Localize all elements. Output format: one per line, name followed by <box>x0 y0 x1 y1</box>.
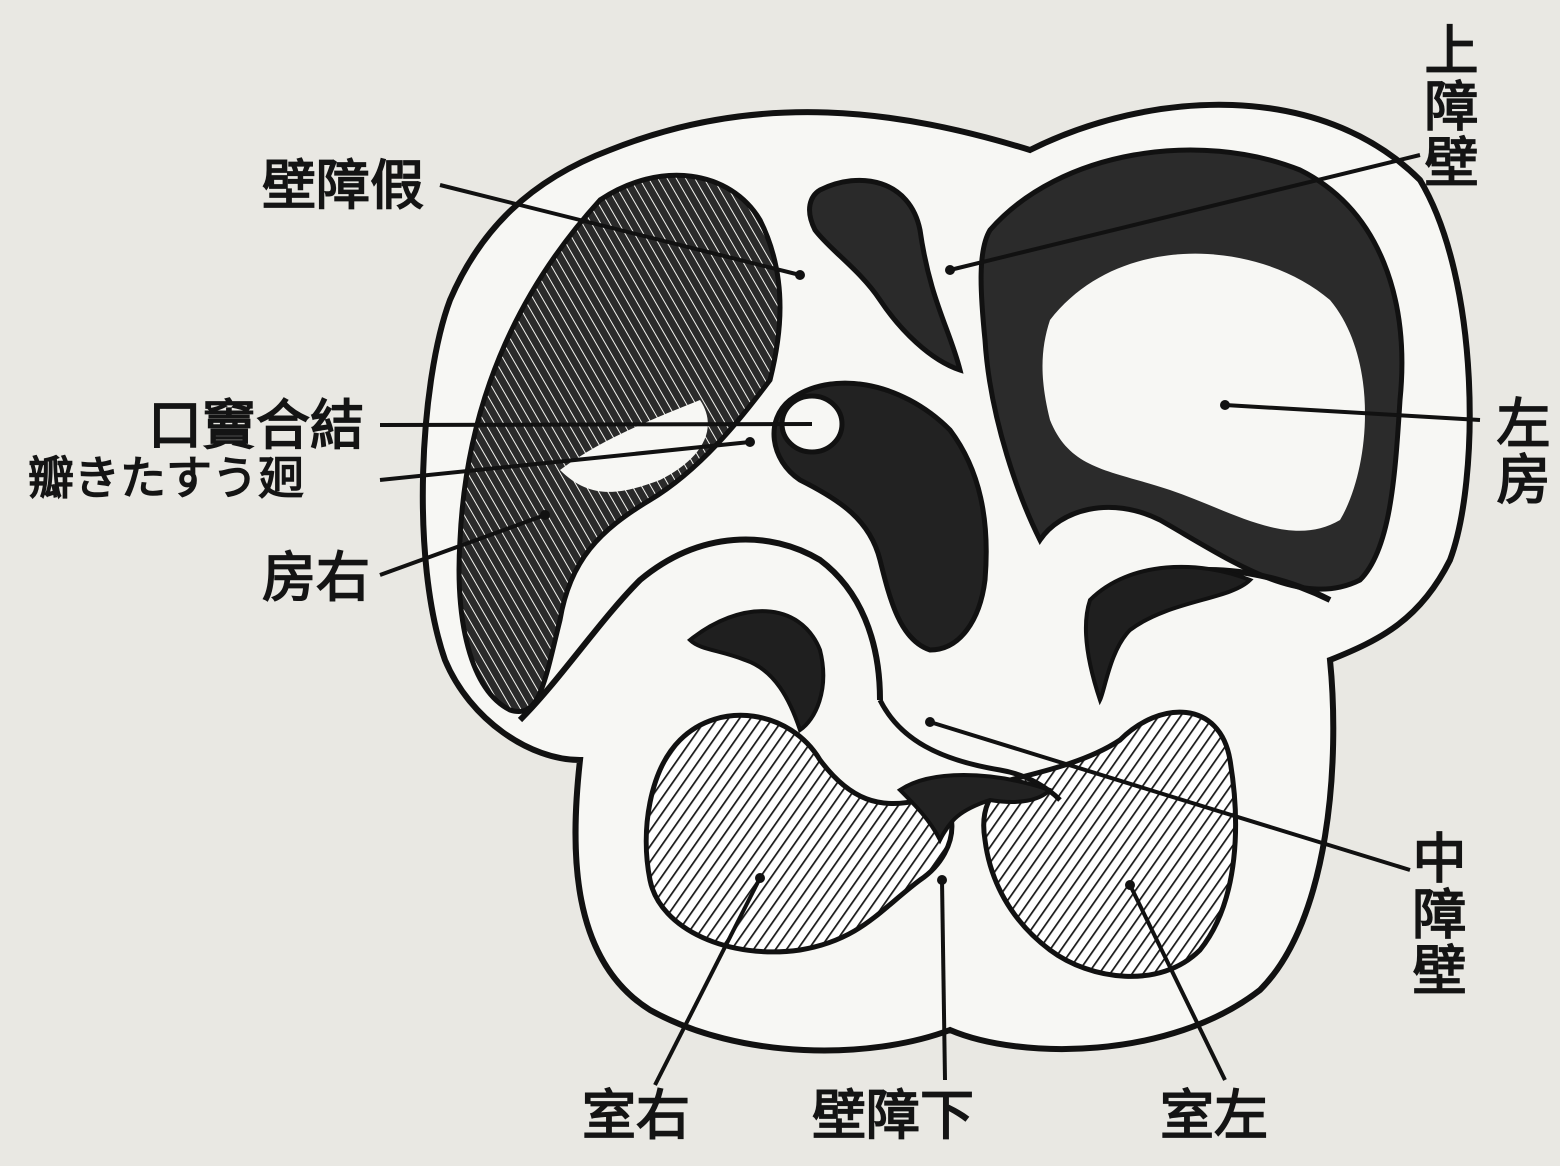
label-superior-septum: 上障壁 <box>1420 22 1474 190</box>
label-middle-septum: 中障壁 <box>1408 830 1462 998</box>
label-right-ventricle: 室右 <box>582 1088 690 1142</box>
leader-atrioventricular-opening <box>380 424 812 425</box>
label-left-atrium: 左房 <box>1492 395 1546 507</box>
label-inferior-septum: 壁障下 <box>812 1088 974 1142</box>
label-valve: 瓣きたすう㢠 <box>28 455 304 501</box>
label-left-ventricle: 室左 <box>1160 1088 1268 1142</box>
label-false-septum: 壁障假 <box>262 158 424 212</box>
label-atrioventricular-opening: 口竇合結 <box>148 398 364 452</box>
label-right-atrium: 房右 <box>262 550 370 604</box>
